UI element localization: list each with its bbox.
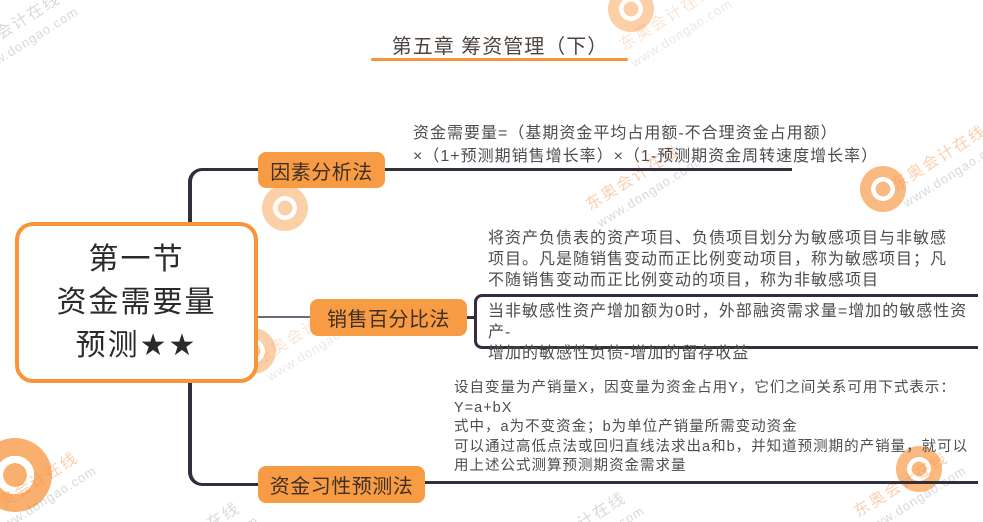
watermark-url-text: www.dongao.com (540, 502, 648, 522)
branch-node-label: 销售百分比法 (327, 309, 450, 331)
watermark: 东奥会计在线 www.dongao.com (142, 493, 262, 522)
watermark-brand-text: 东奥会计在线 (0, 0, 64, 63)
chapter-title-underline (371, 58, 628, 61)
watermark-brand-text: 东奥会计在线 (528, 483, 639, 522)
connector-center-to-branch3 (188, 383, 264, 486)
branch-node-capital-habit[interactable]: 资金习性预测法 (258, 466, 425, 503)
branch2-note-external-financing: 当非敏感性资产增加额为0时，外部融资需求量=增加的敏感性资产- 增加的敏感性负债… (488, 303, 968, 362)
branch3-note-regression: 设自变量为产销量X，因变量为资金占用Y，它们之间关系可用下式表示： Y=a+bX… (454, 380, 969, 474)
watermark: 东奥会计在线 www.dongao.com (888, 116, 983, 212)
watermark: 东奥会计在线 www.dongao.com (528, 483, 648, 522)
watermark-brand-text: 东奥会计在线 (0, 449, 82, 522)
branch-node-label: 资金习性预测法 (269, 476, 414, 498)
watermark-brand-text: 东奥会计在线 (889, 122, 983, 195)
center-topic-label: 第一节 资金需要量 预测★★ (56, 243, 217, 362)
watermark-url-text: www.dongao.com (0, 3, 82, 79)
dongao-logo-watermark-icon (860, 166, 906, 212)
watermark: 东奥会计在线 www.dongao.com (0, 443, 100, 522)
branch-node-factor-analysis[interactable]: 因素分析法 (258, 152, 385, 188)
watermark-url-text: www.dongao.com (0, 462, 100, 522)
dongao-logo-watermark-icon (608, 0, 654, 32)
dongao-logo-watermark-icon (0, 438, 52, 512)
connector-center-to-branch2 (256, 316, 312, 318)
branch-node-label: 因素分析法 (270, 161, 373, 184)
dongao-logo-watermark-icon (262, 185, 308, 231)
branch1-note-formula: 资金需要量=（基期资金平均占用额-不合理资金占用额） ×（1+预测期销售增长率）… (413, 125, 879, 165)
branch2-note-definition: 将资产负债表的资产项目、负债项目划分为敏感项目与非敏感 项目。凡是随销售变动而正… (488, 230, 948, 289)
center-topic-node[interactable]: 第一节 资金需要量 预测★★ (15, 222, 258, 383)
branch-node-sales-percentage[interactable]: 销售百分比法 (310, 299, 467, 336)
watermark: 东奥会计在线 www.dongao.com (0, 0, 82, 80)
chapter-title: 第五章 筹资管理（下） (391, 36, 609, 58)
watermark-brand-text: 东奥会计在线 (142, 493, 253, 522)
watermark-url-text: www.dongao.com (900, 135, 983, 211)
watermark-url-text: www.dongao.com (154, 512, 262, 522)
branch3-note-underline (425, 481, 978, 484)
